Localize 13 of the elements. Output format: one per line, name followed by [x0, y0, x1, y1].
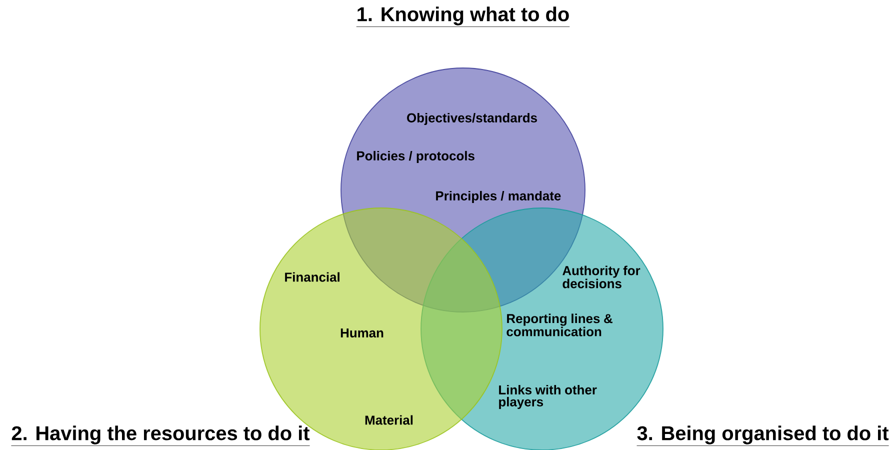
- heading: 1. Knowing what to do: [356, 6, 570, 27]
- item-text: Material: [365, 415, 413, 425]
- item-text: Links with other players: [499, 384, 597, 409]
- item-text: Financial: [285, 272, 340, 282]
- item-text: Objectives/standards: [407, 112, 537, 126]
- item-text: Policies / protocols: [357, 150, 474, 164]
- item-text: Authority for decisions: [562, 266, 640, 288]
- item-text: Human: [340, 328, 384, 338]
- item-text: Principles / mandate: [436, 190, 561, 204]
- venn-circle: [420, 208, 664, 450]
- item-text: Reporting lines & communication: [506, 314, 612, 336]
- heading: 2. Having the resources to do it: [11, 426, 310, 446]
- heading: 3. Being organised to do it: [636, 426, 889, 446]
